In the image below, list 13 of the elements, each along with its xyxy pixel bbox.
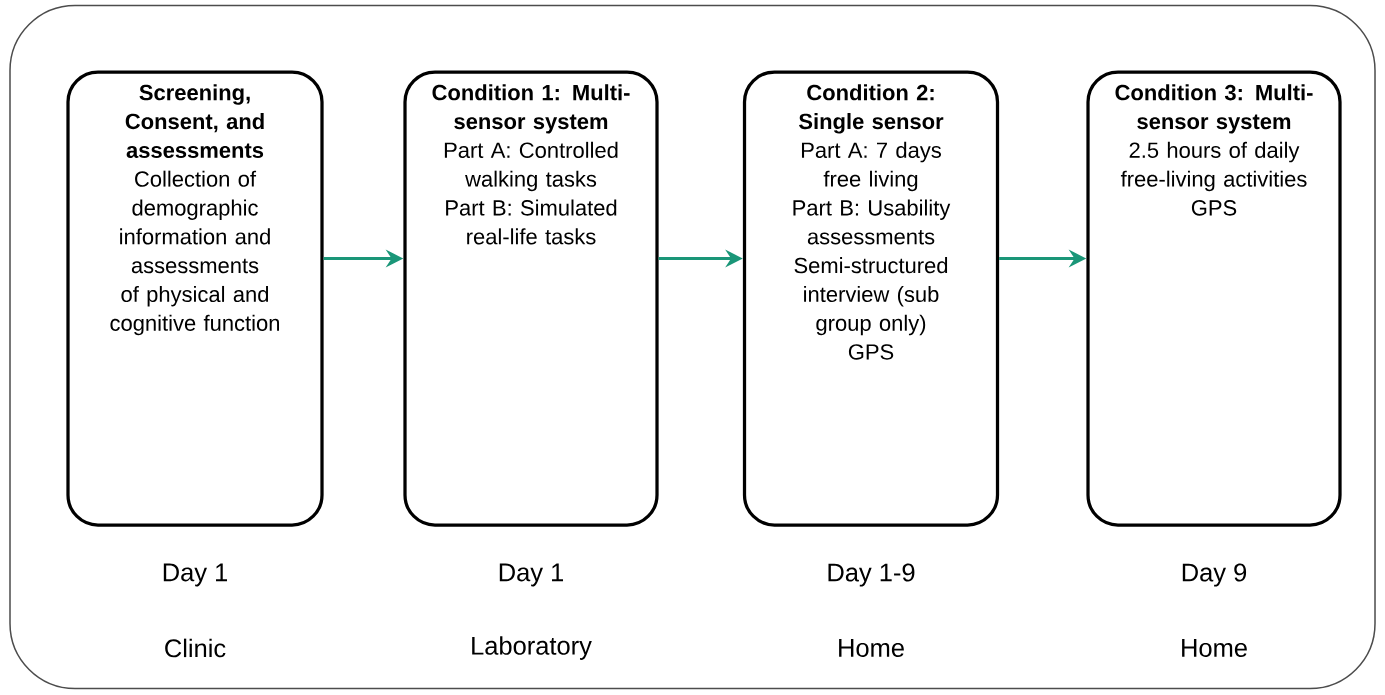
process-box: Screening, Consent, and assessments Collection of demographic information and assessments of physical and cognitive function	[66, 70, 324, 527]
day-label: Day 1	[163, 563, 227, 587]
location-label: Home	[1182, 639, 1247, 657]
day-label: Day 1-9	[828, 563, 915, 587]
process-box: Condition 3: Multi-sensor system 2.5 hours of daily free-living activities GPS	[1086, 70, 1342, 527]
panel-frame	[9, 4, 1376, 690]
process-box: Condition 2: Single sensor Part A: 7 days free living Part B: Usability assessments Semi-structured interview (sub group only) GPS	[742, 70, 1000, 527]
day-label: Day 9	[1182, 563, 1247, 587]
location-label: Clinic	[165, 638, 226, 658]
day-label: Day 1	[499, 563, 563, 587]
process-box: Condition 1: Multi-sensor system Part A: Controlled walking tasks Part B: Simulated real-life tasks	[403, 70, 659, 527]
location-label: Home	[839, 639, 904, 657]
location-label: Laboratory	[472, 636, 592, 660]
